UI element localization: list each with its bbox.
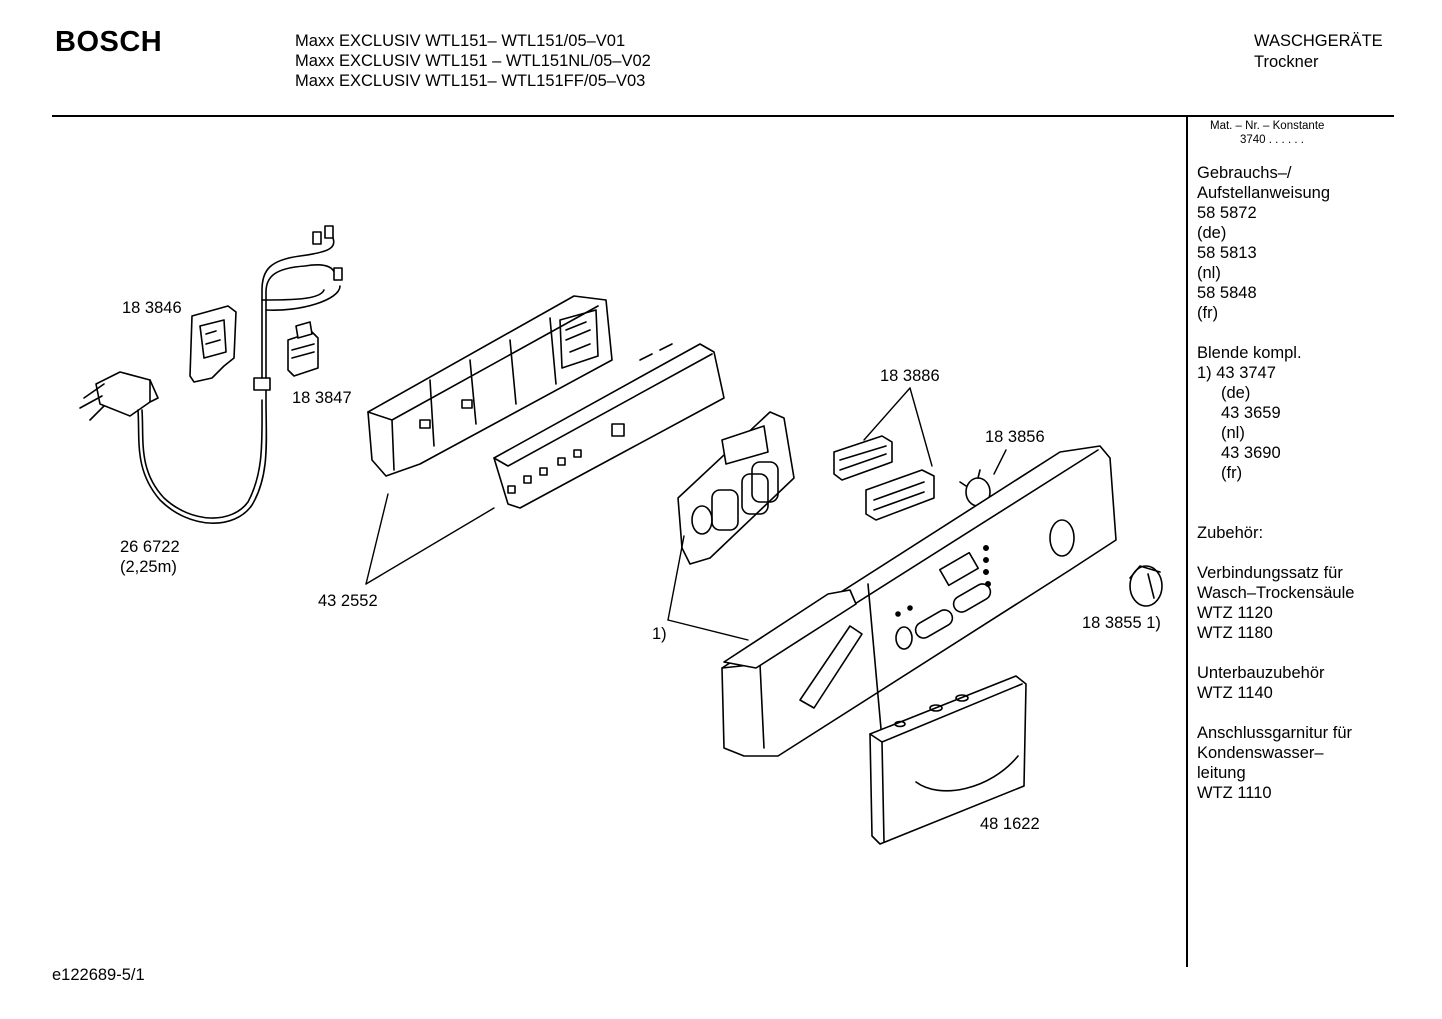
pcb-board-drawing [493, 343, 725, 509]
mat-nr-value: 3740 . . . . . . [1240, 134, 1304, 146]
sidebar-line: WTZ 1120 [1197, 604, 1273, 622]
sidebar-line: leitung [1197, 764, 1246, 782]
spacer [1197, 503, 1437, 523]
model-line: Maxx EXCLUSIV WTL151– WTL151FF/05–V03 [295, 72, 646, 90]
button-holder-drawing [677, 411, 795, 565]
top-divider [52, 115, 1394, 117]
spacer [1197, 703, 1437, 723]
part-label: 18 3856 [985, 428, 1045, 446]
sidebar-line: Blende kompl. [1197, 344, 1302, 362]
sidebar-line: (de) [1221, 384, 1251, 402]
part-label: 1) [652, 625, 667, 643]
sidebar-line: 58 5813 [1197, 244, 1257, 262]
subcategory: Trockner [1254, 53, 1319, 71]
spacer [1197, 543, 1437, 563]
sidebar-info: Mat. – Nr. – Konstante 3740 . . . . . . … [1197, 119, 1437, 803]
key-buttons-drawing [833, 435, 935, 521]
part-label: 18 3886 [880, 367, 940, 385]
part-label: 18 3855 1) [1082, 614, 1161, 632]
cover-flap-drawing [869, 675, 1027, 845]
sidebar-line: WTZ 1180 [1197, 624, 1273, 642]
sidebar-line: WTZ 1140 [1197, 684, 1273, 702]
sidebar-line: (nl) [1197, 264, 1221, 282]
rear-frame-drawing [367, 295, 613, 477]
leader-lines [365, 387, 1007, 641]
sidebar-line: Kondenswasser– [1197, 744, 1324, 762]
sidebar-line: (fr) [1221, 464, 1243, 482]
sidebar-line: (nl) [1221, 424, 1245, 442]
sidebar-line: 43 3659 [1221, 404, 1281, 422]
front-panel-drawing [721, 445, 1117, 757]
power-cord-drawing [79, 225, 343, 524]
part-label: 18 3846 [122, 299, 182, 317]
part-label: 48 1622 [980, 815, 1040, 833]
bosch-logo: BOSCH [55, 26, 163, 58]
connector-part-drawing [287, 321, 319, 377]
sidebar-line: Aufstellanweisung [1197, 184, 1330, 202]
spacer [1197, 643, 1437, 663]
sidebar-line: (fr) [1197, 304, 1219, 322]
program-knob-drawing [1129, 565, 1163, 607]
mat-nr-header: Mat. – Nr. – Konstante [1210, 120, 1325, 132]
parts-diagram [79, 225, 1163, 845]
side-divider [1186, 117, 1188, 967]
part-label: 43 2552 [318, 592, 378, 610]
bracket-part-drawing [189, 305, 237, 383]
part-label: (2,25m) [120, 558, 177, 576]
sidebar-line: Verbindungssatz für [1197, 564, 1343, 582]
spacer [1197, 323, 1437, 343]
document-code: e122689-5/1 [52, 966, 145, 984]
sidebar-line: Anschlussgarnitur für [1197, 724, 1352, 742]
sidebar-line: Gebrauchs–/ [1197, 164, 1292, 182]
sidebar-line: 58 5872 [1197, 204, 1257, 222]
sidebar-line: Zubehör: [1197, 524, 1264, 542]
model-line: Maxx EXCLUSIV WTL151 – WTL151NL/05–V02 [295, 52, 651, 70]
sidebar-line: WTZ 1110 [1197, 784, 1272, 802]
sidebar-line: (de) [1197, 224, 1227, 242]
category-block: WASCHGERÄTE Trockner [1254, 31, 1383, 73]
sidebar-line: 58 5848 [1197, 284, 1257, 302]
sidebar-line: Unterbauzubehör [1197, 664, 1325, 682]
model-line: Maxx EXCLUSIV WTL151– WTL151/05–V01 [295, 32, 626, 50]
sidebar-line: 1) 43 3747 [1197, 364, 1276, 382]
category: WASCHGERÄTE [1254, 32, 1383, 50]
sidebar-line: Wasch–Trockensäule [1197, 584, 1355, 602]
part-label: 18 3847 [292, 389, 352, 407]
part-label: 26 6722 [120, 538, 180, 556]
model-list: Maxx EXCLUSIV WTL151– WTL151/05–V01 Maxx… [295, 31, 651, 91]
spacer [1197, 483, 1437, 503]
sidebar-line: 43 3690 [1221, 444, 1281, 462]
